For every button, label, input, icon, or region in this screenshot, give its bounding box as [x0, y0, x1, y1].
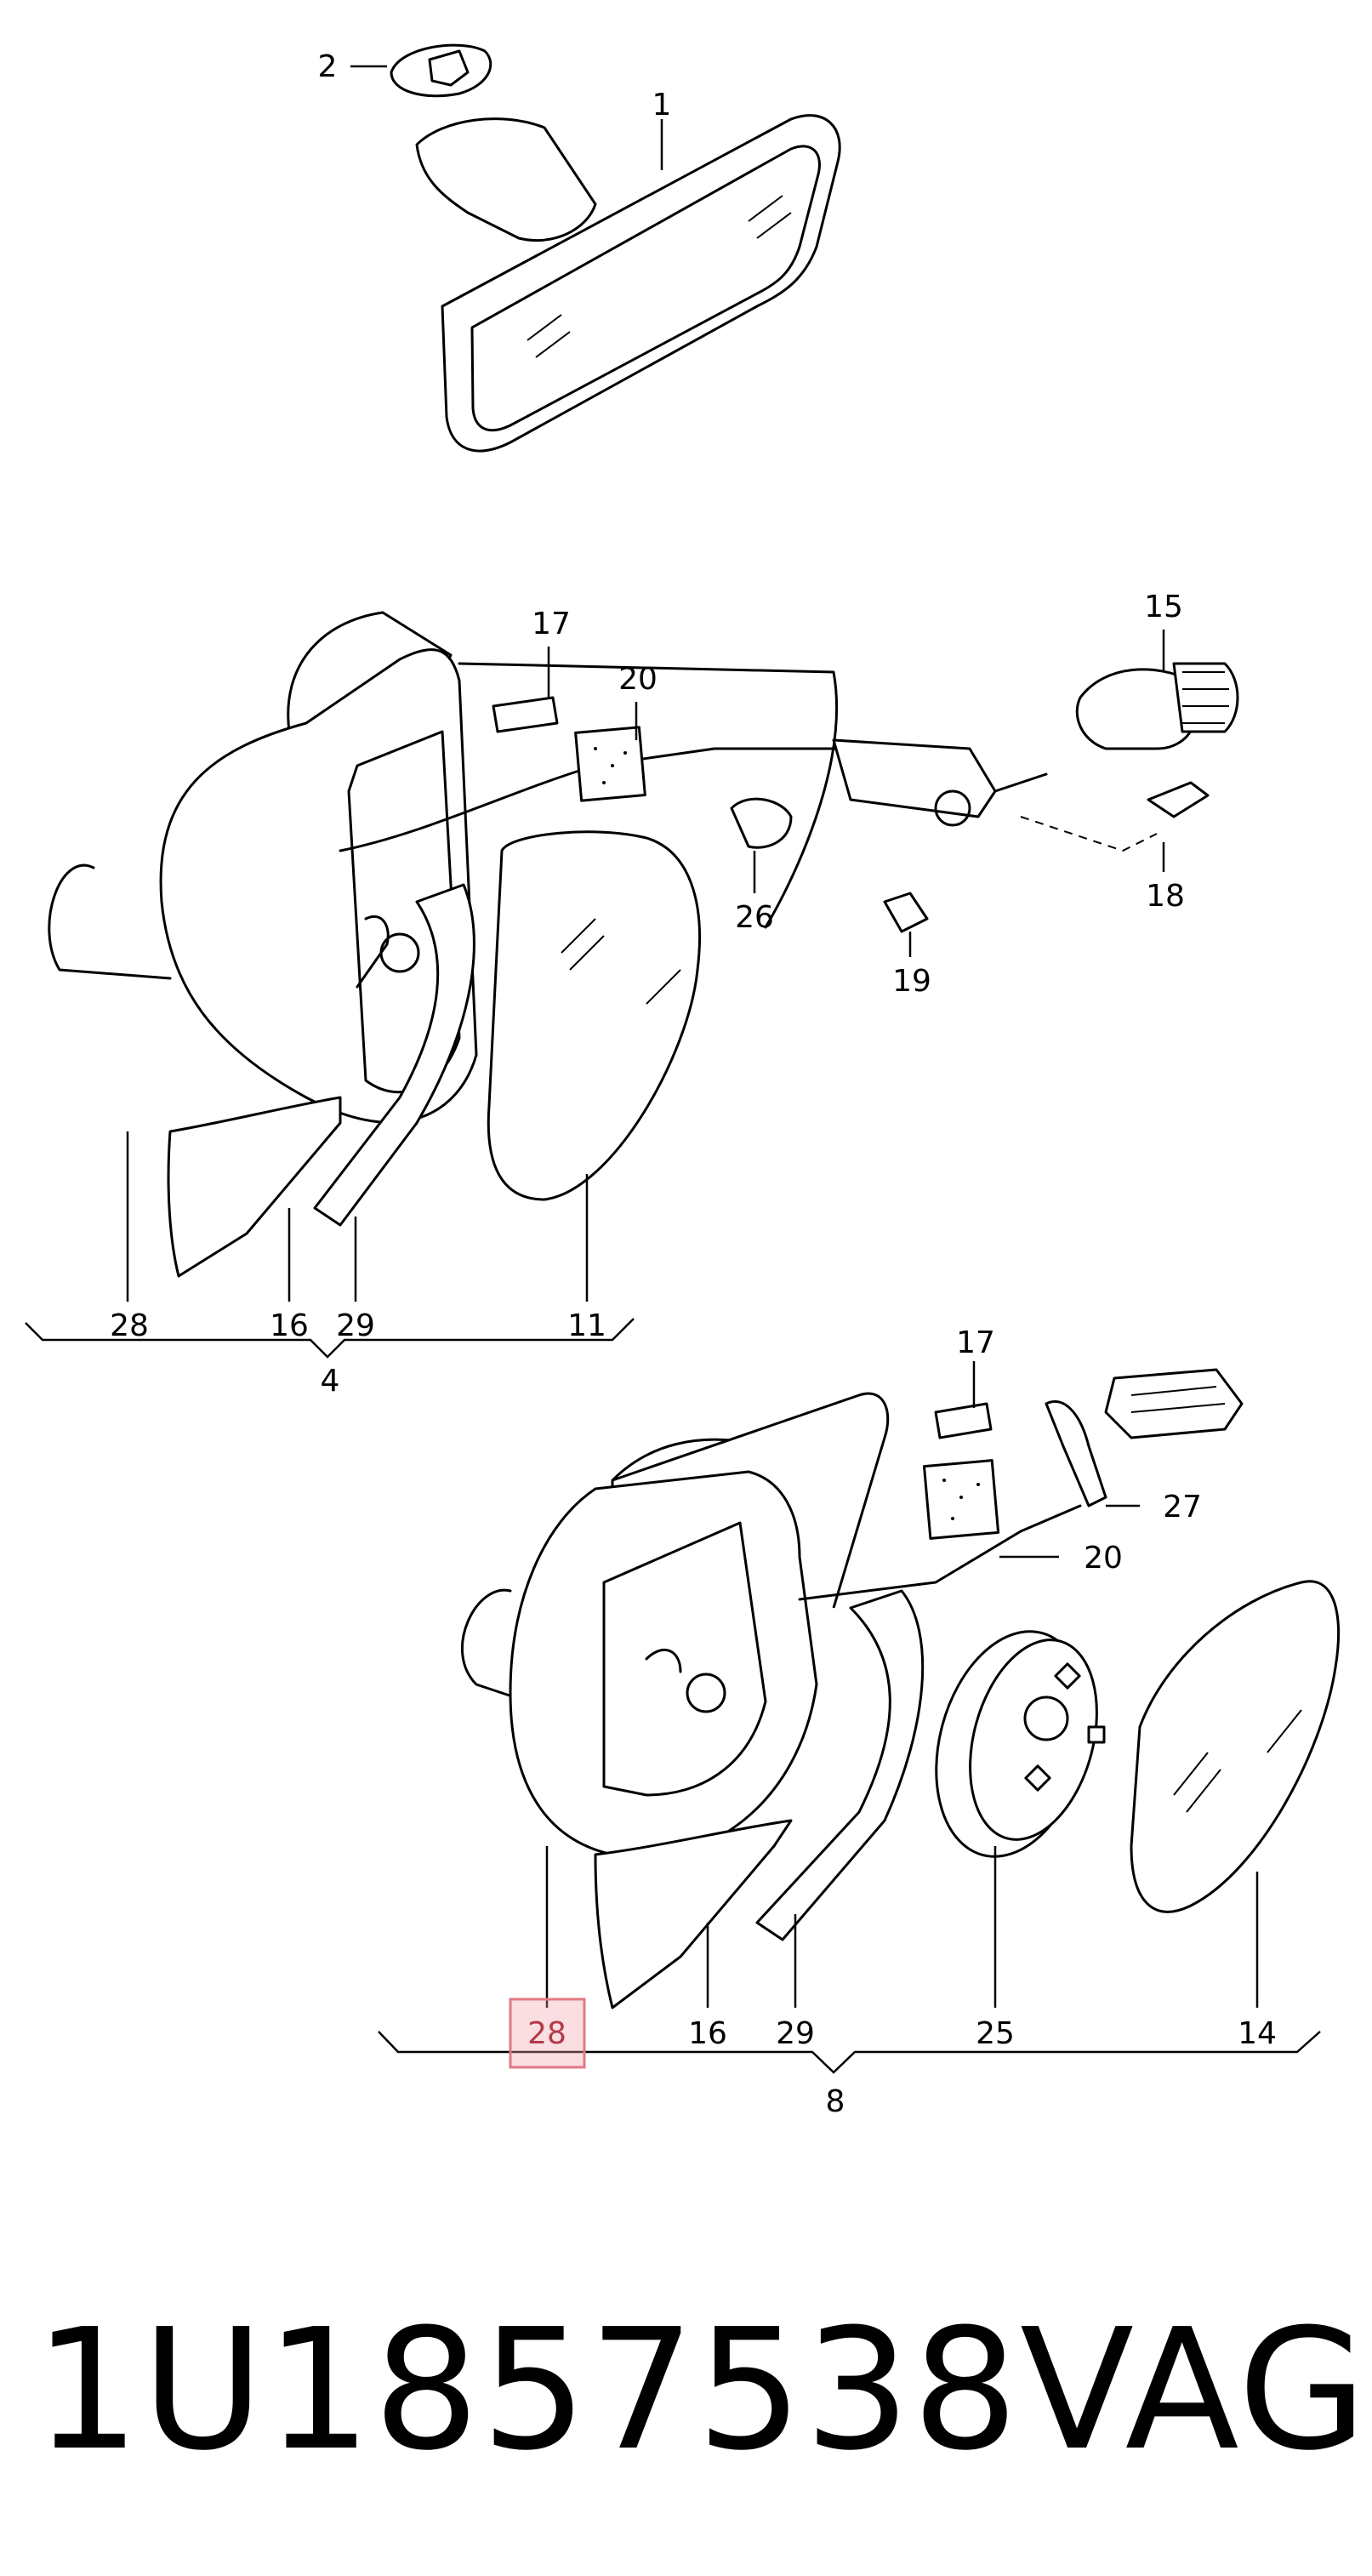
callout-11: 11	[567, 1308, 606, 1343]
callout-20a: 20	[618, 662, 658, 697]
trim-strip-29b	[755, 1589, 925, 1941]
callout-17b: 17	[956, 1325, 995, 1360]
callout-18: 18	[1146, 879, 1185, 914]
callout-29b: 29	[776, 2016, 815, 2051]
callout-19: 19	[892, 964, 931, 999]
callout-29a: 29	[336, 1308, 375, 1343]
callout-1: 1	[652, 88, 672, 123]
callout-25: 25	[976, 2016, 1015, 2051]
callout-15: 15	[1144, 590, 1183, 624]
callout-27: 27	[1163, 1490, 1202, 1525]
interior-mirror	[415, 114, 841, 453]
callout-16b: 16	[688, 2016, 727, 2051]
cover-16	[167, 1096, 342, 1278]
highlight-box-28	[509, 1998, 586, 2069]
clip-2	[390, 43, 492, 98]
mirror-glass-11	[487, 830, 701, 1201]
callout-26: 26	[735, 900, 774, 935]
callout-20b: 20	[1084, 1541, 1123, 1576]
callout-14: 14	[1238, 2016, 1277, 2051]
mirror-housing-upper	[48, 611, 838, 1124]
callout-16a: 16	[270, 1308, 309, 1343]
parts-diagram: 1 2	[25, 43, 1341, 2119]
callout-28b: 28	[527, 2016, 566, 2051]
part-number: 1U1857538	[34, 2294, 1021, 2488]
part-number-footer: 1U1857538 VAG	[34, 2294, 1367, 2488]
cover-16b	[594, 1819, 793, 2009]
cable-and-connector-15	[339, 662, 1239, 933]
mirror-housing-lower	[460, 1368, 1244, 1859]
brand-label: VAG	[1020, 2294, 1369, 2488]
adjuster-motor-25	[935, 1630, 1106, 1858]
callout-8: 8	[826, 2084, 845, 2119]
mirror-glass-14	[1130, 1580, 1341, 1913]
callout-2: 2	[318, 49, 338, 84]
callout-17a: 17	[532, 607, 571, 641]
bracket-4	[25, 1318, 635, 1359]
callout-28a: 28	[110, 1308, 149, 1343]
trim-strip-29	[313, 883, 475, 1227]
callout-4: 4	[321, 1364, 340, 1399]
bracket-8	[378, 2031, 1321, 2074]
